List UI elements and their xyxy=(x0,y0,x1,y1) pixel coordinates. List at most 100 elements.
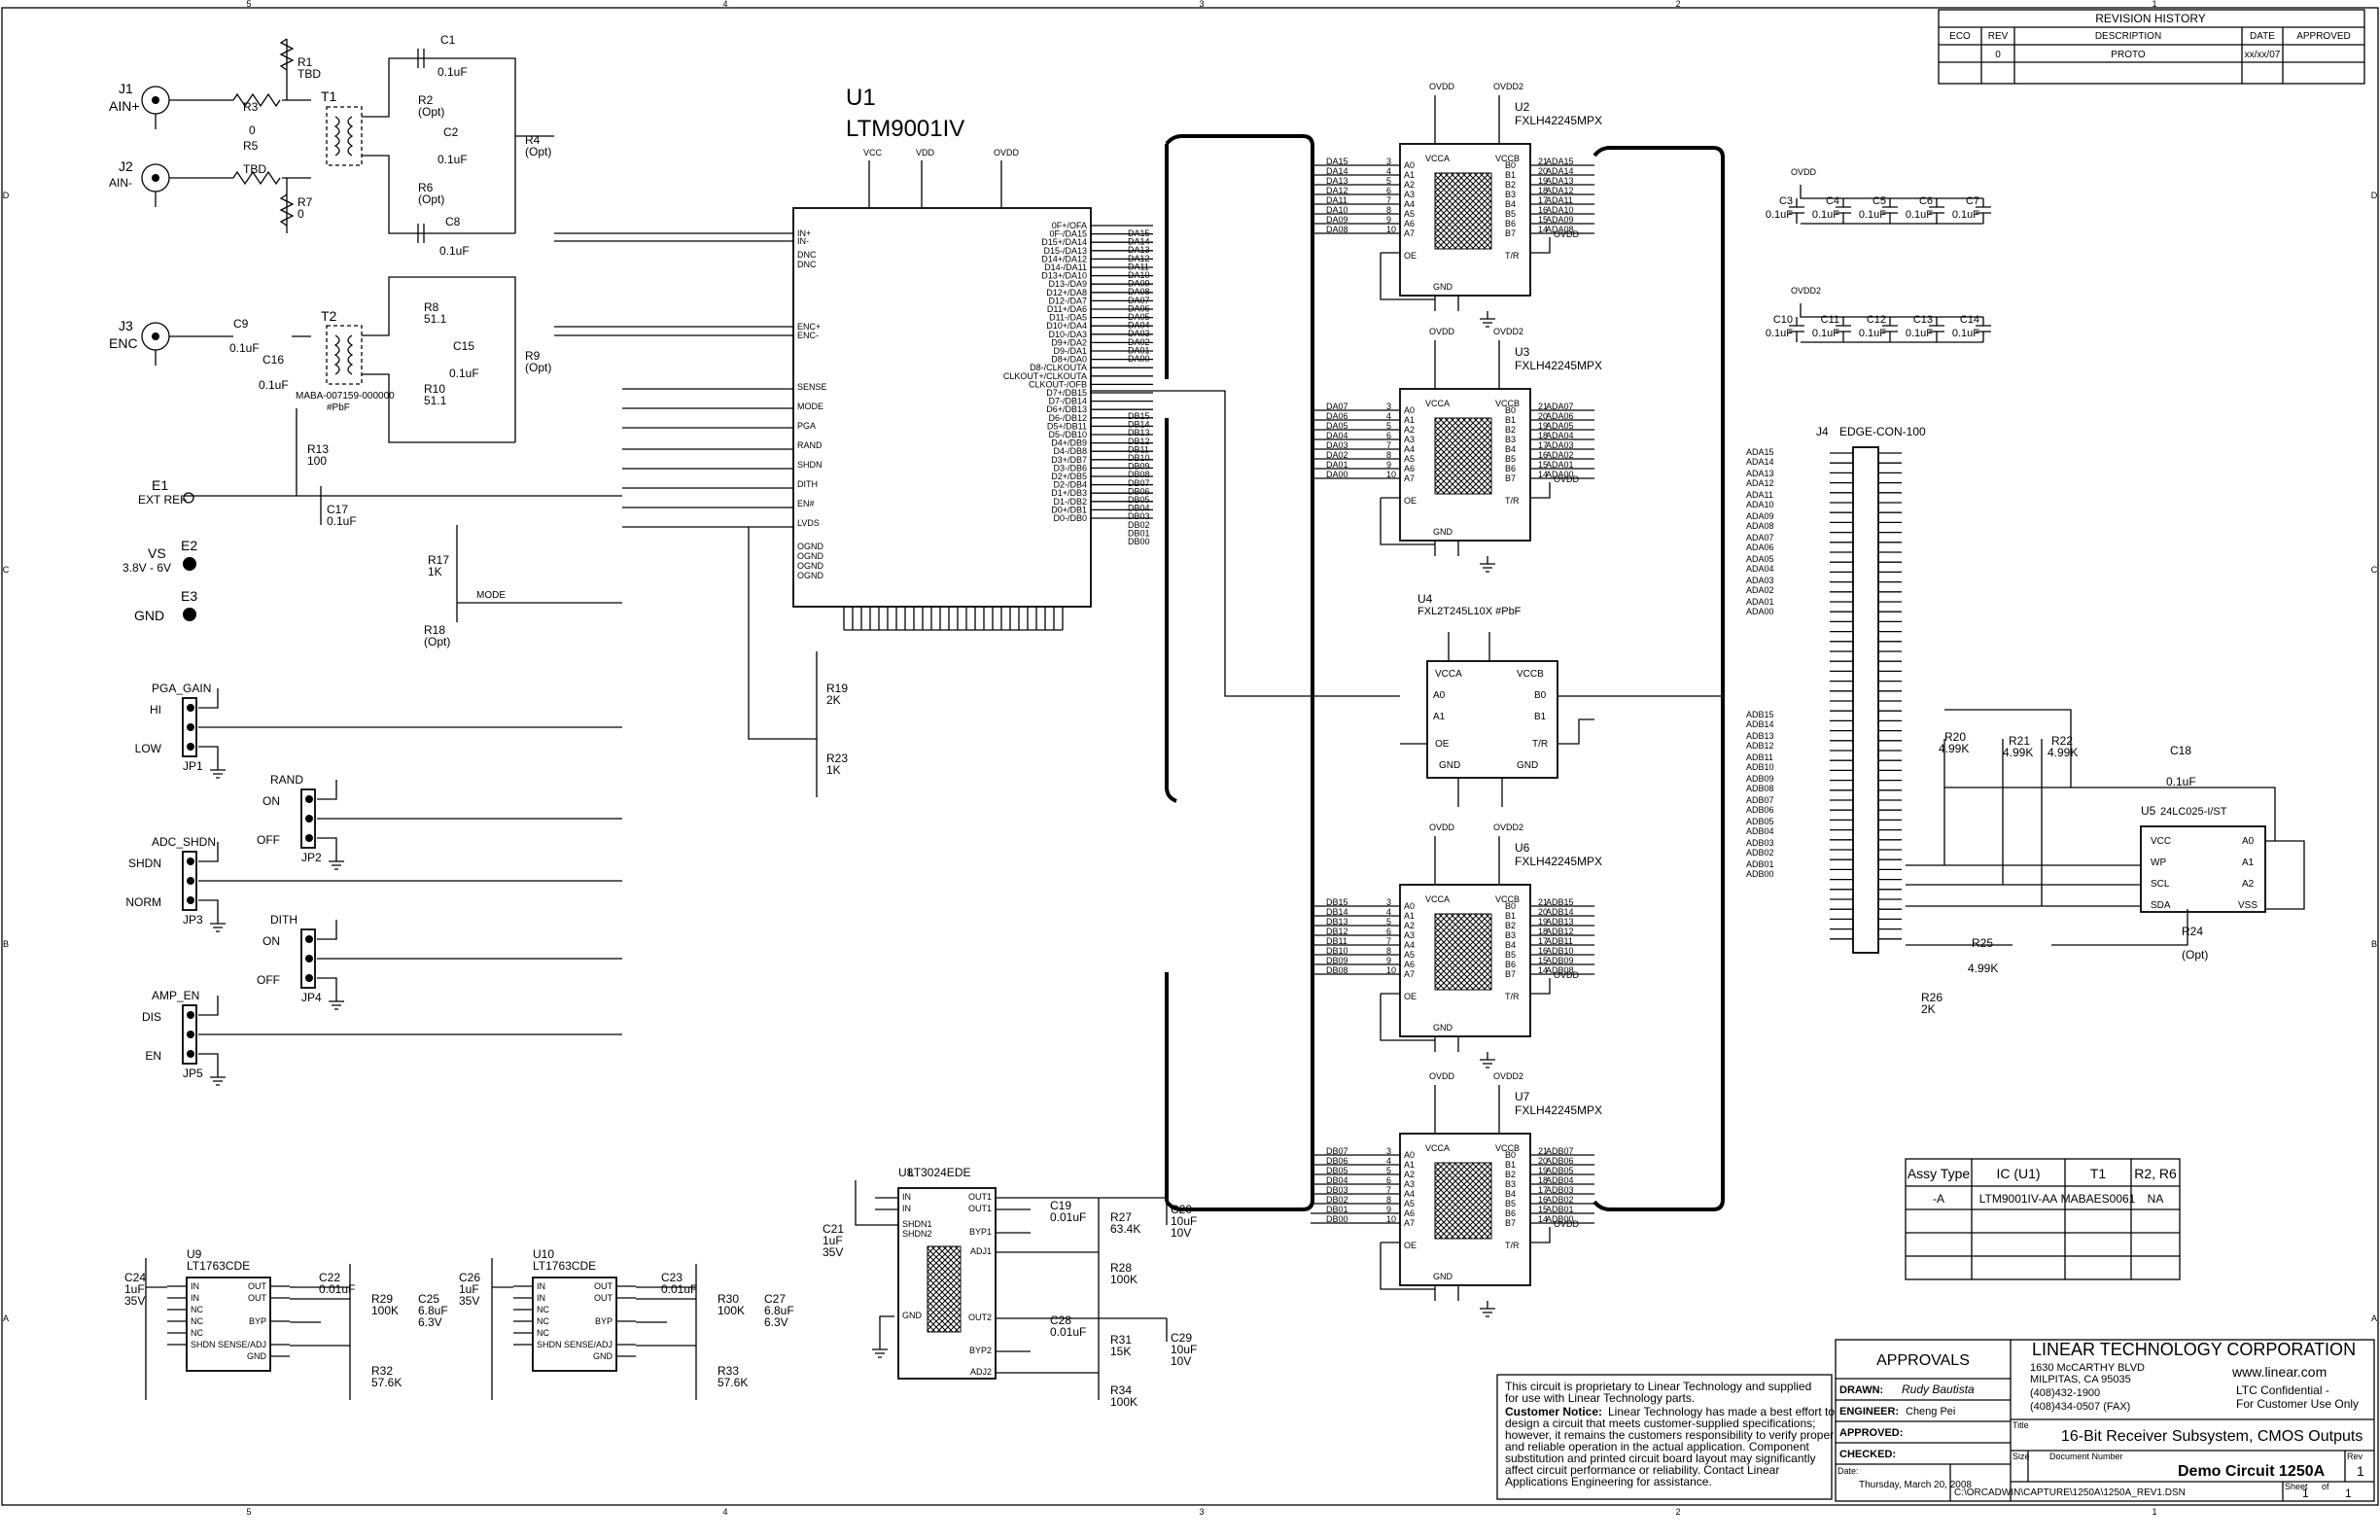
regulator-pin-right: OUT xyxy=(594,1293,613,1303)
c18-val: 0.1uF xyxy=(2166,775,2196,788)
c16-ref: C16 xyxy=(262,353,284,367)
en-net xyxy=(748,527,817,740)
regulator-pin-right: SENSE/ADJ xyxy=(218,1340,266,1349)
tb-conf1: LTC Confidential - xyxy=(2236,1383,2329,1397)
j4-net-ada12: ADA12 xyxy=(1746,478,1774,488)
r3-ref: R3 xyxy=(243,100,259,114)
c1-val: 0.1uF xyxy=(438,65,468,79)
r9-ref: R9 xyxy=(525,349,541,363)
buffer-net-in: DA08 xyxy=(1326,225,1348,234)
buffer-supply-ovdd: OVDD xyxy=(1429,1071,1455,1081)
reg-part-ref-r28: R28 xyxy=(1110,1261,1132,1275)
buffer-pin-b: B0 xyxy=(1505,160,1516,170)
frame-row-left-A: A xyxy=(3,1313,9,1323)
buffer-part-u6: FXLH42245MPX xyxy=(1515,855,1602,868)
customer-notice: This circuit is proprietary to Linear Te… xyxy=(1496,1374,1835,1500)
buffer-tr-label: T/R xyxy=(1505,496,1520,506)
bypass-cap xyxy=(1789,198,1804,224)
buffer-ref-u7: U7 xyxy=(1515,1090,1530,1103)
buffer-pin-num-b: 15 xyxy=(1538,460,1548,470)
j4-net-adb14: ADB14 xyxy=(1746,719,1774,729)
jumper-wires xyxy=(317,920,622,994)
j4-net-ada11: ADA11 xyxy=(1746,490,1773,500)
u1-net-db07: DB07 xyxy=(1128,478,1150,488)
u1-supply-vdd: VDD xyxy=(916,148,935,158)
u1-net-db00: DB00 xyxy=(1128,537,1150,546)
jumper-jp5-title: AMP_EN xyxy=(152,989,199,1002)
buffer-net-in: DA13 xyxy=(1326,176,1348,186)
buffer-pin-a: A5 xyxy=(1404,950,1415,960)
u1-supply-ovdd: OVDD xyxy=(994,148,1020,158)
buffer-part-u3: FXLH42245MPX xyxy=(1515,359,1602,372)
r7-val: 0 xyxy=(298,207,304,221)
u1-pin-dith: DITH xyxy=(797,479,818,489)
u1-net-da10: DA10 xyxy=(1128,270,1150,280)
u1-pin-right: D3+/DB7 xyxy=(1051,455,1087,465)
jumper-jp3-ref: JP3 xyxy=(183,913,203,927)
r5-val: TBD xyxy=(243,162,266,176)
jumper-jp2-bot: OFF xyxy=(257,833,280,847)
u1-pin-in: IN- xyxy=(797,236,809,246)
buffer-pin-b: B7 xyxy=(1505,1218,1516,1228)
u1-pin-right: D13-/DA9 xyxy=(1048,279,1087,289)
u4-part: FXL2T245L10X #PbF xyxy=(1418,606,1522,617)
buffer-pin-a: A6 xyxy=(1404,960,1415,969)
u8-pin-left: IN xyxy=(902,1204,911,1213)
buffer-net-out: ADB12 xyxy=(1546,927,1574,936)
j4-net-adb10: ADB10 xyxy=(1746,762,1774,772)
u1-pin-en: EN# xyxy=(797,499,815,508)
buffer-pin-a: A4 xyxy=(1404,940,1415,950)
u1-pin-dnc: DNC xyxy=(797,250,817,260)
jumper-pin xyxy=(187,1011,194,1019)
j3-label: ENC xyxy=(109,335,138,351)
r13-val: 100 xyxy=(307,454,327,468)
buffer-pin-num-b: 18 xyxy=(1538,186,1548,195)
reg-part-val-r30: 100K xyxy=(718,1304,745,1317)
u4-pin-vccb: VCCB xyxy=(1517,669,1544,680)
assy-row-type: -A xyxy=(1933,1192,1944,1206)
u1-net-db02: DB02 xyxy=(1128,520,1150,530)
buffer-pin-b: B3 xyxy=(1505,1179,1516,1189)
buffer-pin-b: B5 xyxy=(1505,950,1516,960)
buffer-pin-a: A3 xyxy=(1404,1179,1415,1189)
bypass-cap xyxy=(1929,198,1944,224)
r19-ref: R19 xyxy=(826,682,848,695)
buffer-pin-a: A1 xyxy=(1404,415,1415,425)
buffer-pin-b: B3 xyxy=(1505,190,1516,199)
u4-pin-b0: B0 xyxy=(1534,690,1547,701)
buffer-net-out: ADB07 xyxy=(1546,1146,1574,1156)
buffer-pin-b: B4 xyxy=(1505,940,1516,950)
u5-part: 24LC025-I/ST xyxy=(2160,806,2227,818)
buffer-pin-a: A2 xyxy=(1404,425,1415,435)
u1-pin-right: D11+/DA6 xyxy=(1047,304,1087,314)
jumper-pin xyxy=(187,723,194,731)
buffer-pin-num-a: 8 xyxy=(1386,205,1391,215)
buffer-pin-num-a: 4 xyxy=(1386,1156,1391,1166)
regulator-pin-left: SHDN xyxy=(537,1340,562,1349)
buffer-pin-b: B0 xyxy=(1505,405,1516,415)
buffer-pin-num-a: 3 xyxy=(1386,157,1391,166)
regulator-pin-left: IN xyxy=(191,1281,199,1291)
buffer-net-out: ADB06 xyxy=(1546,1156,1574,1166)
reg-part-ref-c20: C20 xyxy=(1171,1203,1192,1216)
j4-net-adb13: ADB13 xyxy=(1746,731,1774,741)
rev-row-rev: 0 xyxy=(1995,50,2001,60)
rev-row-date: xx/xx/07 xyxy=(2245,50,2281,60)
regulator-pin-right: SENSE/ADJ xyxy=(564,1340,612,1349)
buffer-pin-b: B3 xyxy=(1505,435,1516,444)
u1-gnd-pins xyxy=(843,607,1064,631)
tb-phone: (408)432-1900 xyxy=(2030,1387,2100,1399)
buffer-part-u2: FXLH42245MPX xyxy=(1515,114,1602,127)
buffer-pin-num-b: 15 xyxy=(1538,215,1548,225)
buffer-pin-num-b: 14 xyxy=(1538,225,1548,234)
u1-left-pins: IN+IN-DNCDNCENC+ENC-SENSEMODEPGARANDSHDN… xyxy=(797,228,827,580)
revision-history-title: REVISION HISTORY xyxy=(2095,12,2206,25)
buffer-net-out: ADA15 xyxy=(1546,157,1574,166)
buffer-net-in: DA01 xyxy=(1326,460,1348,470)
r2-val: (Opt) xyxy=(418,105,444,119)
buffer-net-out: ADB08 xyxy=(1546,965,1574,975)
u1-net-da11: DA11 xyxy=(1128,262,1149,271)
buffer-pin-a: A4 xyxy=(1404,1189,1415,1199)
j4-net-adb02: ADB02 xyxy=(1746,848,1774,858)
buffer-pin-a: A3 xyxy=(1404,435,1415,444)
